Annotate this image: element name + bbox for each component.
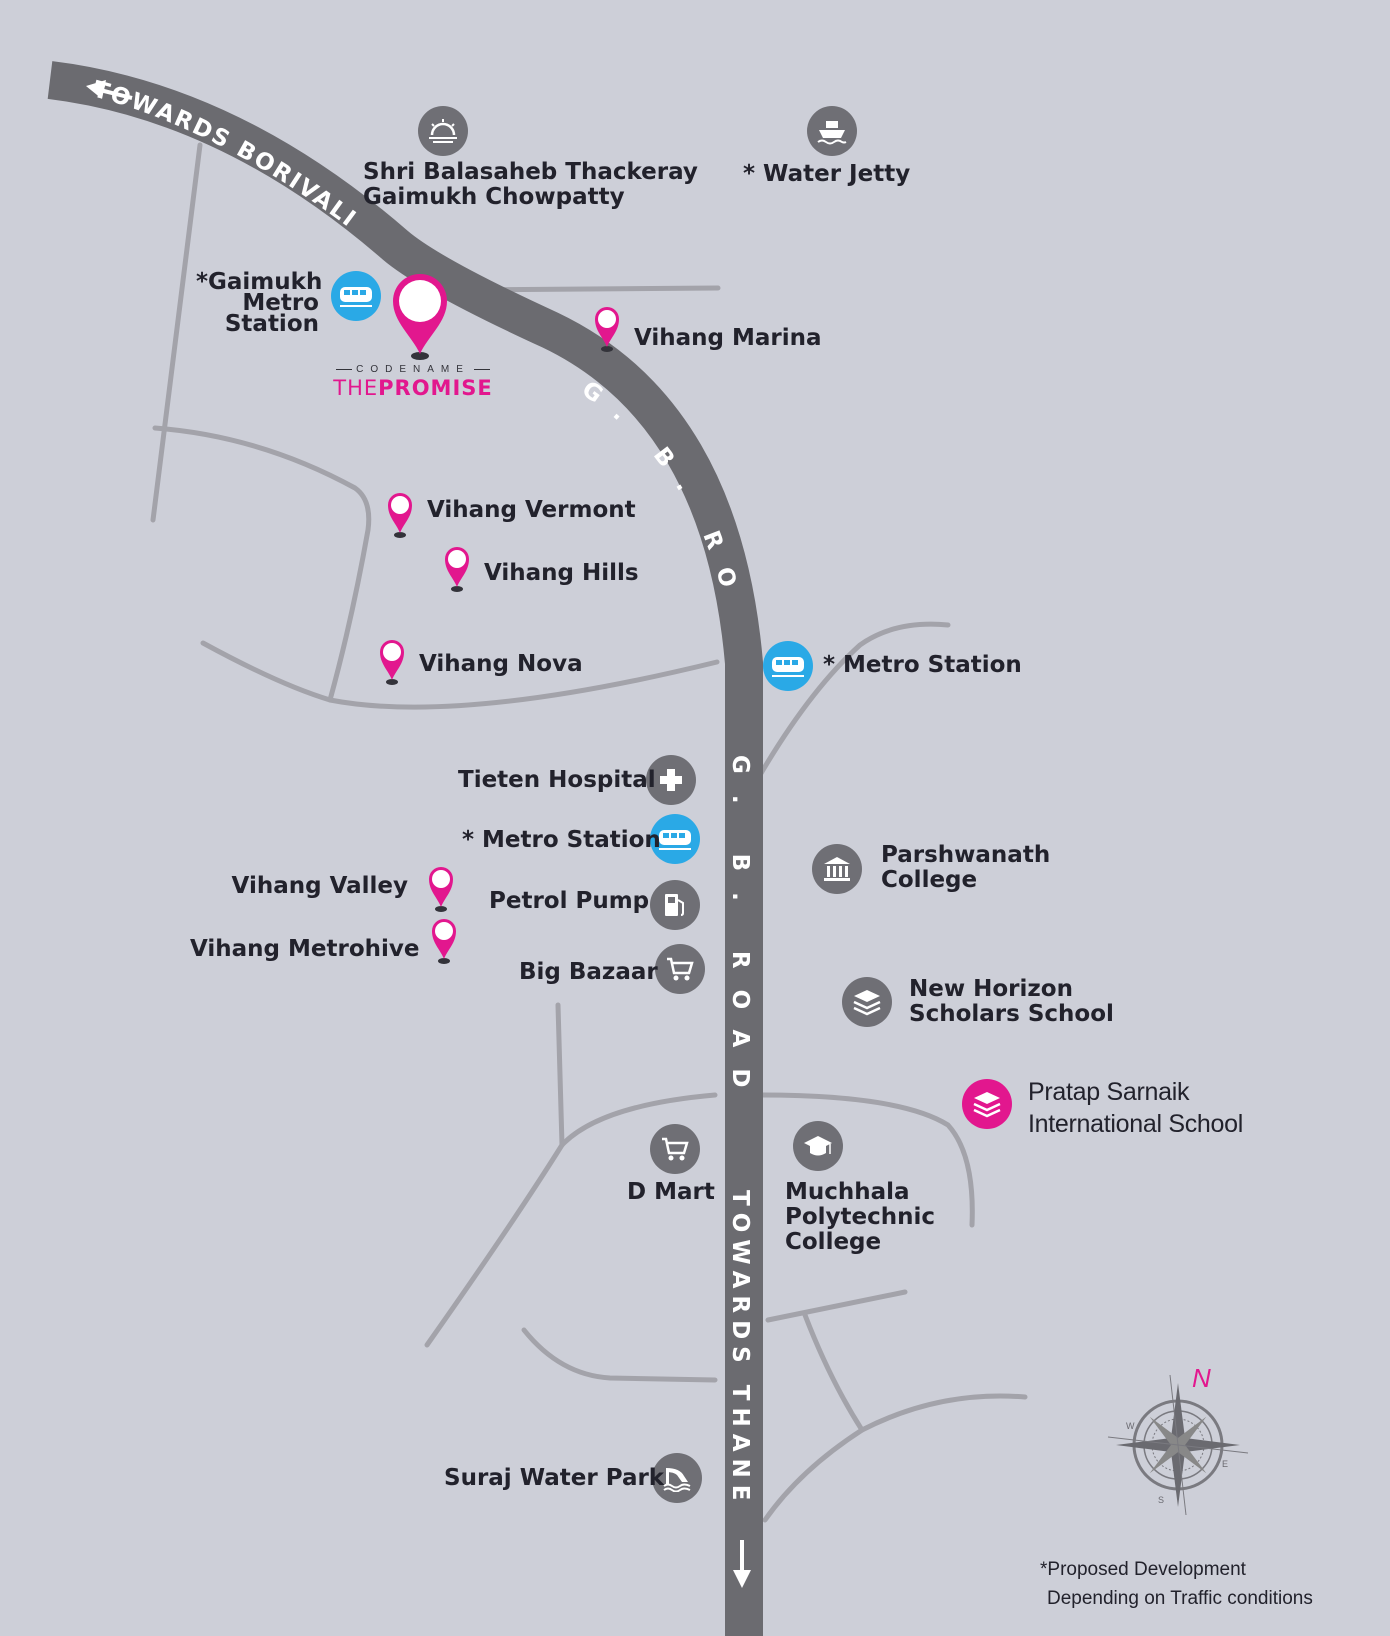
road-label-gb-lower: G. B. ROAD: [727, 755, 753, 1108]
vihang-marina-pin-icon[interactable]: [593, 305, 621, 353]
big-bazaar-label: Big Bazaar: [519, 959, 658, 985]
project-brand-logo: CODENAME THEPROMISE: [330, 364, 496, 401]
compass-south-label: S: [1158, 1495, 1164, 1505]
graduation-cap-icon[interactable]: [793, 1121, 843, 1171]
vihang-vermont-pin-icon[interactable]: [386, 491, 414, 539]
vihang-hills-pin-icon[interactable]: [443, 545, 471, 593]
footnote-proposed: *Proposed Development: [1040, 1559, 1246, 1580]
metro-train-icon[interactable]: [331, 271, 381, 321]
compass-north-label: N: [1192, 1363, 1211, 1393]
vihang-metrohive-label: Vihang Metrohive: [190, 936, 420, 962]
brand-name: THEPROMISE: [330, 375, 496, 401]
sunset-icon[interactable]: [418, 106, 468, 156]
water-slide-icon[interactable]: [652, 1453, 702, 1503]
metro-station-west-label: * Metro Station: [462, 827, 661, 853]
vihang-vermont-label: Vihang Vermont: [427, 497, 636, 523]
stacked-books-icon[interactable]: [962, 1079, 1012, 1129]
tieten-hospital-label: Tieten Hospital: [458, 767, 656, 793]
metro-train-icon[interactable]: [763, 641, 813, 691]
petrol-pump-label: Petrol Pump: [489, 888, 650, 914]
vihang-hills-label: Vihang Hills: [484, 560, 639, 586]
compass-east-label: E: [1222, 1459, 1228, 1469]
medical-cross-icon[interactable]: [646, 755, 696, 805]
arrow-left-icon: [86, 80, 133, 100]
side-roads: [150, 142, 1028, 1523]
road-label-borivali: TOWARDS BORIVALI: [90, 77, 361, 233]
stacked-books-icon[interactable]: [842, 977, 892, 1027]
brand-name-light: THE: [333, 376, 379, 400]
shopping-cart-icon[interactable]: [655, 944, 705, 994]
arrow-down-icon: [733, 1540, 751, 1588]
shopping-cart-icon[interactable]: [650, 1124, 700, 1174]
metro-train-icon[interactable]: [650, 814, 700, 864]
building-columns-icon[interactable]: [812, 844, 862, 894]
vihang-nova-pin-icon[interactable]: [378, 638, 406, 686]
footnote-traffic: Depending on Traffic conditions: [1047, 1588, 1313, 1609]
brand-codename: CODENAME: [330, 364, 496, 375]
metro-station-east-label: * Metro Station: [823, 652, 1022, 678]
fuel-pump-icon[interactable]: [650, 880, 700, 930]
suraj-water-park-label: Suraj Water Park: [444, 1465, 665, 1491]
gb-road: [47, 61, 763, 1636]
road-label-thane: TOWARDS THANE: [727, 1190, 753, 1507]
d-mart-label: D Mart: [627, 1179, 715, 1205]
vihang-metrohive-pin-icon[interactable]: [430, 917, 458, 965]
ship-icon[interactable]: [807, 106, 857, 156]
vihang-valley-pin-icon[interactable]: [427, 865, 455, 913]
vihang-valley-label: Vihang Valley: [231, 873, 408, 899]
vihang-nova-label: Vihang Nova: [419, 651, 583, 677]
water-jetty-label: * Water Jetty: [743, 161, 911, 187]
compass-rose-icon: N W E S: [1107, 1363, 1249, 1516]
project-location-pin-icon[interactable]: [390, 272, 450, 364]
brand-name-bold: PROMISE: [378, 376, 493, 400]
vihang-marina-label: Vihang Marina: [634, 325, 822, 351]
compass-west-label: W: [1126, 1421, 1135, 1431]
